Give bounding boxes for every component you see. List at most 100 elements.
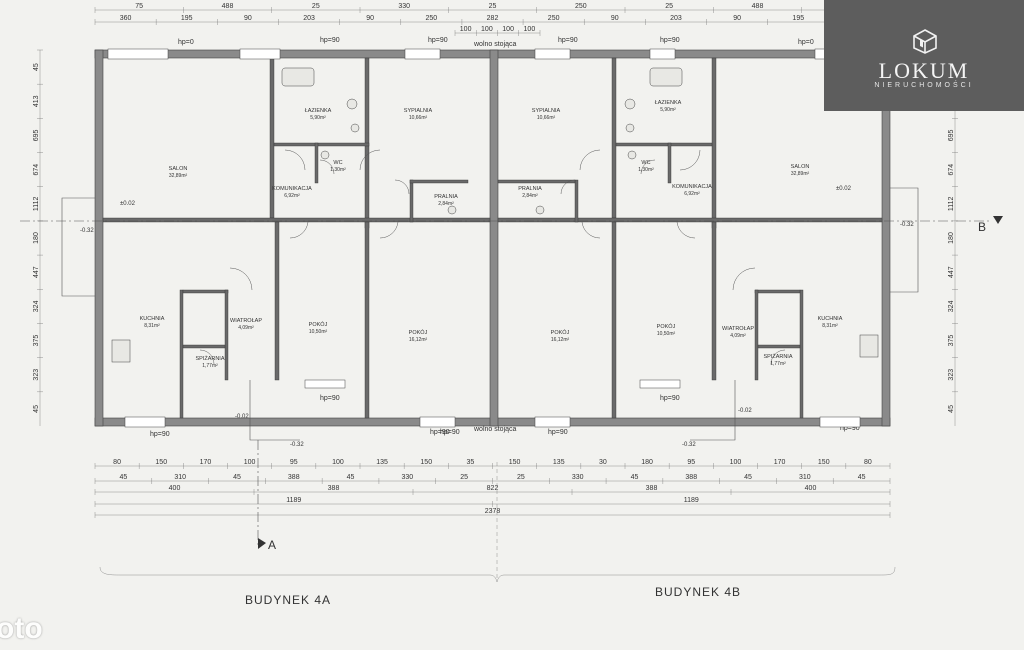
top-dim-chain-1-label: 488 [222,3,234,10]
bottom-dim-chain-1-label: 95 [687,459,695,466]
room-area: 16,12m² [551,337,570,343]
left-dim-chain-label: 674 [33,164,40,176]
room-name: ŁAZIENKA [305,108,332,114]
room-name: SYPIALNIA [532,108,561,114]
right-dim-chain-label: 180 [948,232,955,244]
outer-walls [94,49,891,427]
window-hp-label: hp=90 [428,37,448,44]
bottom-dim-chain-3-label: 388 [646,485,658,492]
bottom-dim-chain-2-label: 330 [572,474,584,481]
level-mark-5: -0.02 [235,414,249,420]
room-name: POKÓJ [551,329,570,336]
window-hp-label: hp=90 [558,37,578,44]
right-dim-chain-label: 695 [948,130,955,142]
room-area: 10,66m² [409,115,428,121]
top-dim-chain-2-label: 90 [733,15,741,22]
bottom-dim-chain-2-label: 388 [288,474,300,481]
bottom-dim-chain-1-label: 100 [332,459,344,466]
bottom-dim-chain-1-label: 80 [864,459,872,466]
room-area: 10,50m² [309,329,328,335]
bottom-dim-chain-1-label: 180 [641,459,653,466]
top-dim-chain-2-label: 203 [303,15,315,22]
bottom-dim-chain-2-label: 388 [685,474,697,481]
bottom-dim-chain-1-label: 80 [113,459,121,466]
section-mark-b: B [978,220,987,234]
level-mark-6: -0.02 [738,408,752,414]
window-hp-label: hp=90 [840,425,860,432]
room-name: SPIŻARNIA [763,353,792,360]
top-dim-small-label: 100 [481,26,493,33]
window-hp-label: hp=90 [660,37,680,44]
left-dim-chain-label: 324 [33,300,40,312]
room-name: KOMUNIKACJA [672,184,712,190]
room-labels: SALON32,89m²ŁAZIENKA5,90m²SYPIALNIA10,66… [140,100,843,369]
bottom-dim-chain-1-label: 35 [467,459,475,466]
window-hp-label: hp=90 [548,429,568,436]
level-mark-3: ±0.02 [836,186,852,192]
right-dim-chain-label: 375 [948,335,955,347]
window-hp-label: hp=90 [320,395,340,402]
total-dim-label: 2378 [485,508,501,515]
window-hp-label: hp=90 [150,431,170,438]
level-mark-1: ±0.02 [120,201,136,207]
bottom-dim-chain-4-label: 1189 [684,497,699,504]
bottom-dim-chain-2-label: 25 [460,474,468,481]
bottom-dim-chain-2-label: 310 [174,474,186,481]
sheet-annotations: wolno stojąca wolno stojąca ±0.02 -0.32 … [80,41,987,607]
top-dim-chain-1-label: 330 [398,3,410,10]
right-dim-chain-label: 323 [948,369,955,381]
bottom-dim-chain-1-label: 100 [244,459,256,466]
top-dim-chain-2-label: 90 [611,15,619,22]
room-name: POKÓJ [657,323,676,330]
room-name: SALON [169,166,188,172]
room-name: ŁAZIENKA [655,100,682,106]
top-dim-chain-2-label: 195 [181,15,193,22]
left-dim-chain-label: 45 [33,405,40,413]
top-dim-small-label: 100 [460,26,472,33]
room-area: 32,89m² [791,171,810,177]
room-area: 10,66m² [537,115,556,121]
top-dim-small-label: 100 [502,26,514,33]
logo-name: LOKUM [878,58,970,83]
bottom-dim-chain-1-label: 170 [774,459,786,466]
window-hp-label: hp=90 [440,429,460,436]
left-dim-chain-label: 180 [33,232,40,244]
building-4a-title: BUDYNEK 4A [245,593,331,607]
house-cube-icon [913,29,937,54]
bottom-dim-chain-4-label: 1189 [286,497,301,504]
bottom-dim-chain-3-label: 400 [805,485,817,492]
bottom-dim-chain-3-label: 400 [169,485,181,492]
window-hp-label: hp=90 [660,395,680,402]
room-area: 8,31m² [822,323,838,329]
level-mark-8: -0.32 [682,442,696,448]
room-area: 32,89m² [169,173,188,179]
fixtures [111,67,879,363]
top-dim-chain-2-label: 90 [366,15,374,22]
bottom-dim-chain-2-label: 310 [799,474,811,481]
room-name: POKÓJ [409,329,428,336]
bottom-dim-chain-2-label: 45 [744,474,752,481]
wall-label-top: wolno stojąca [473,41,517,48]
bottom-dim-chain-1-label: 100 [730,459,742,466]
interior-walls [102,57,883,419]
top-dim-chain-2-label: 360 [120,15,132,22]
right-dim-chain-label: 1112 [948,196,955,211]
window-hp-label: hp=0 [178,39,194,46]
bottom-dim-chain-1-label: 170 [200,459,212,466]
bottom-dim-chain-3-label: 822 [487,485,499,492]
door-swings [199,149,786,365]
room-area: 2,84m² [522,193,538,199]
top-dim-chain-1-label: 25 [489,3,497,10]
room-name: WIATROŁAP [230,318,262,324]
building-4b-title: BUDYNEK 4B [655,585,741,599]
left-dim-chain-label: 695 [33,130,40,142]
left-dim-chain-label: 413 [33,95,40,107]
bottom-dim-chain-2-label: 45 [858,474,866,481]
left-dim-chain-label: 1112 [33,196,40,211]
bottom-dim-chain-1-label: 150 [818,459,830,466]
room-name: KOMUNIKACJA [272,186,312,192]
room-area: 10,50m² [657,331,676,337]
room-name: KUCHNIA [140,316,165,322]
room-name: PRALNIA [434,194,458,200]
right-dim-chain-label: 447 [948,266,955,278]
